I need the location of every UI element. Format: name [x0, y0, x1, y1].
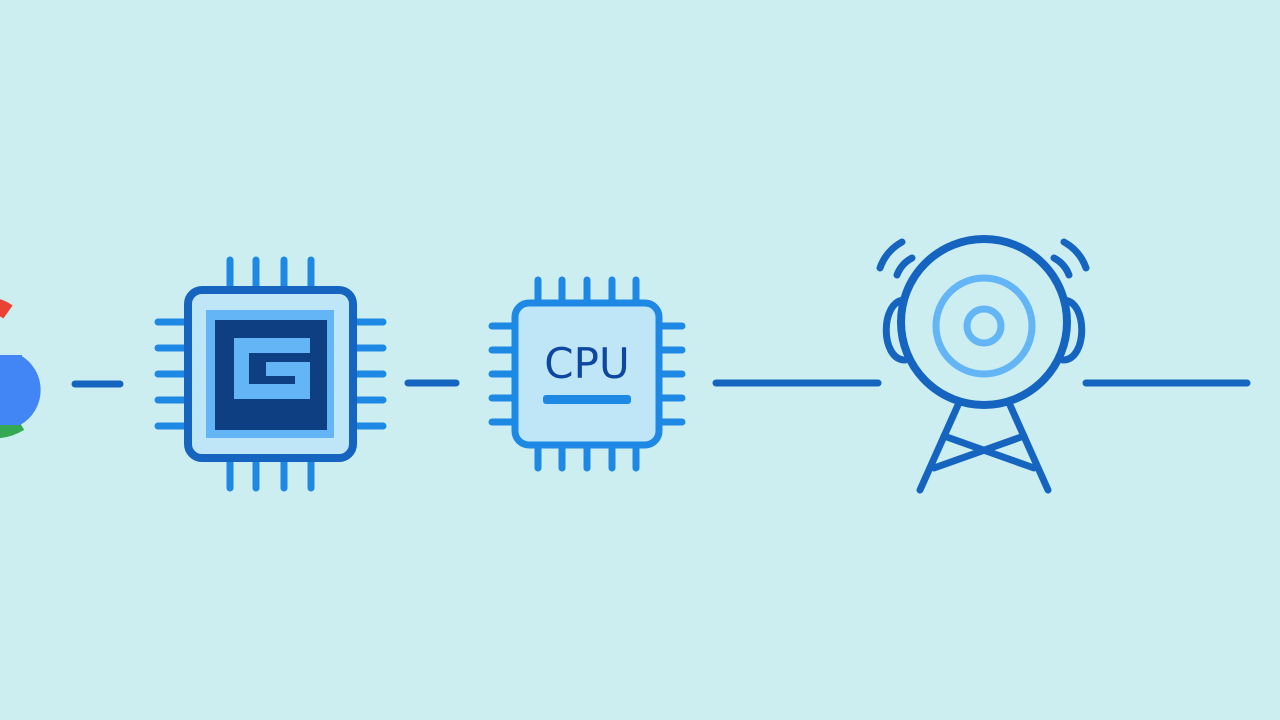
cpu-label: CPU [544, 339, 629, 388]
g-chip-icon [154, 256, 387, 492]
cpu-chip-icon: CPU [488, 276, 686, 472]
radio-tower-icon [876, 235, 1090, 494]
google-g-icon [0, 299, 41, 438]
